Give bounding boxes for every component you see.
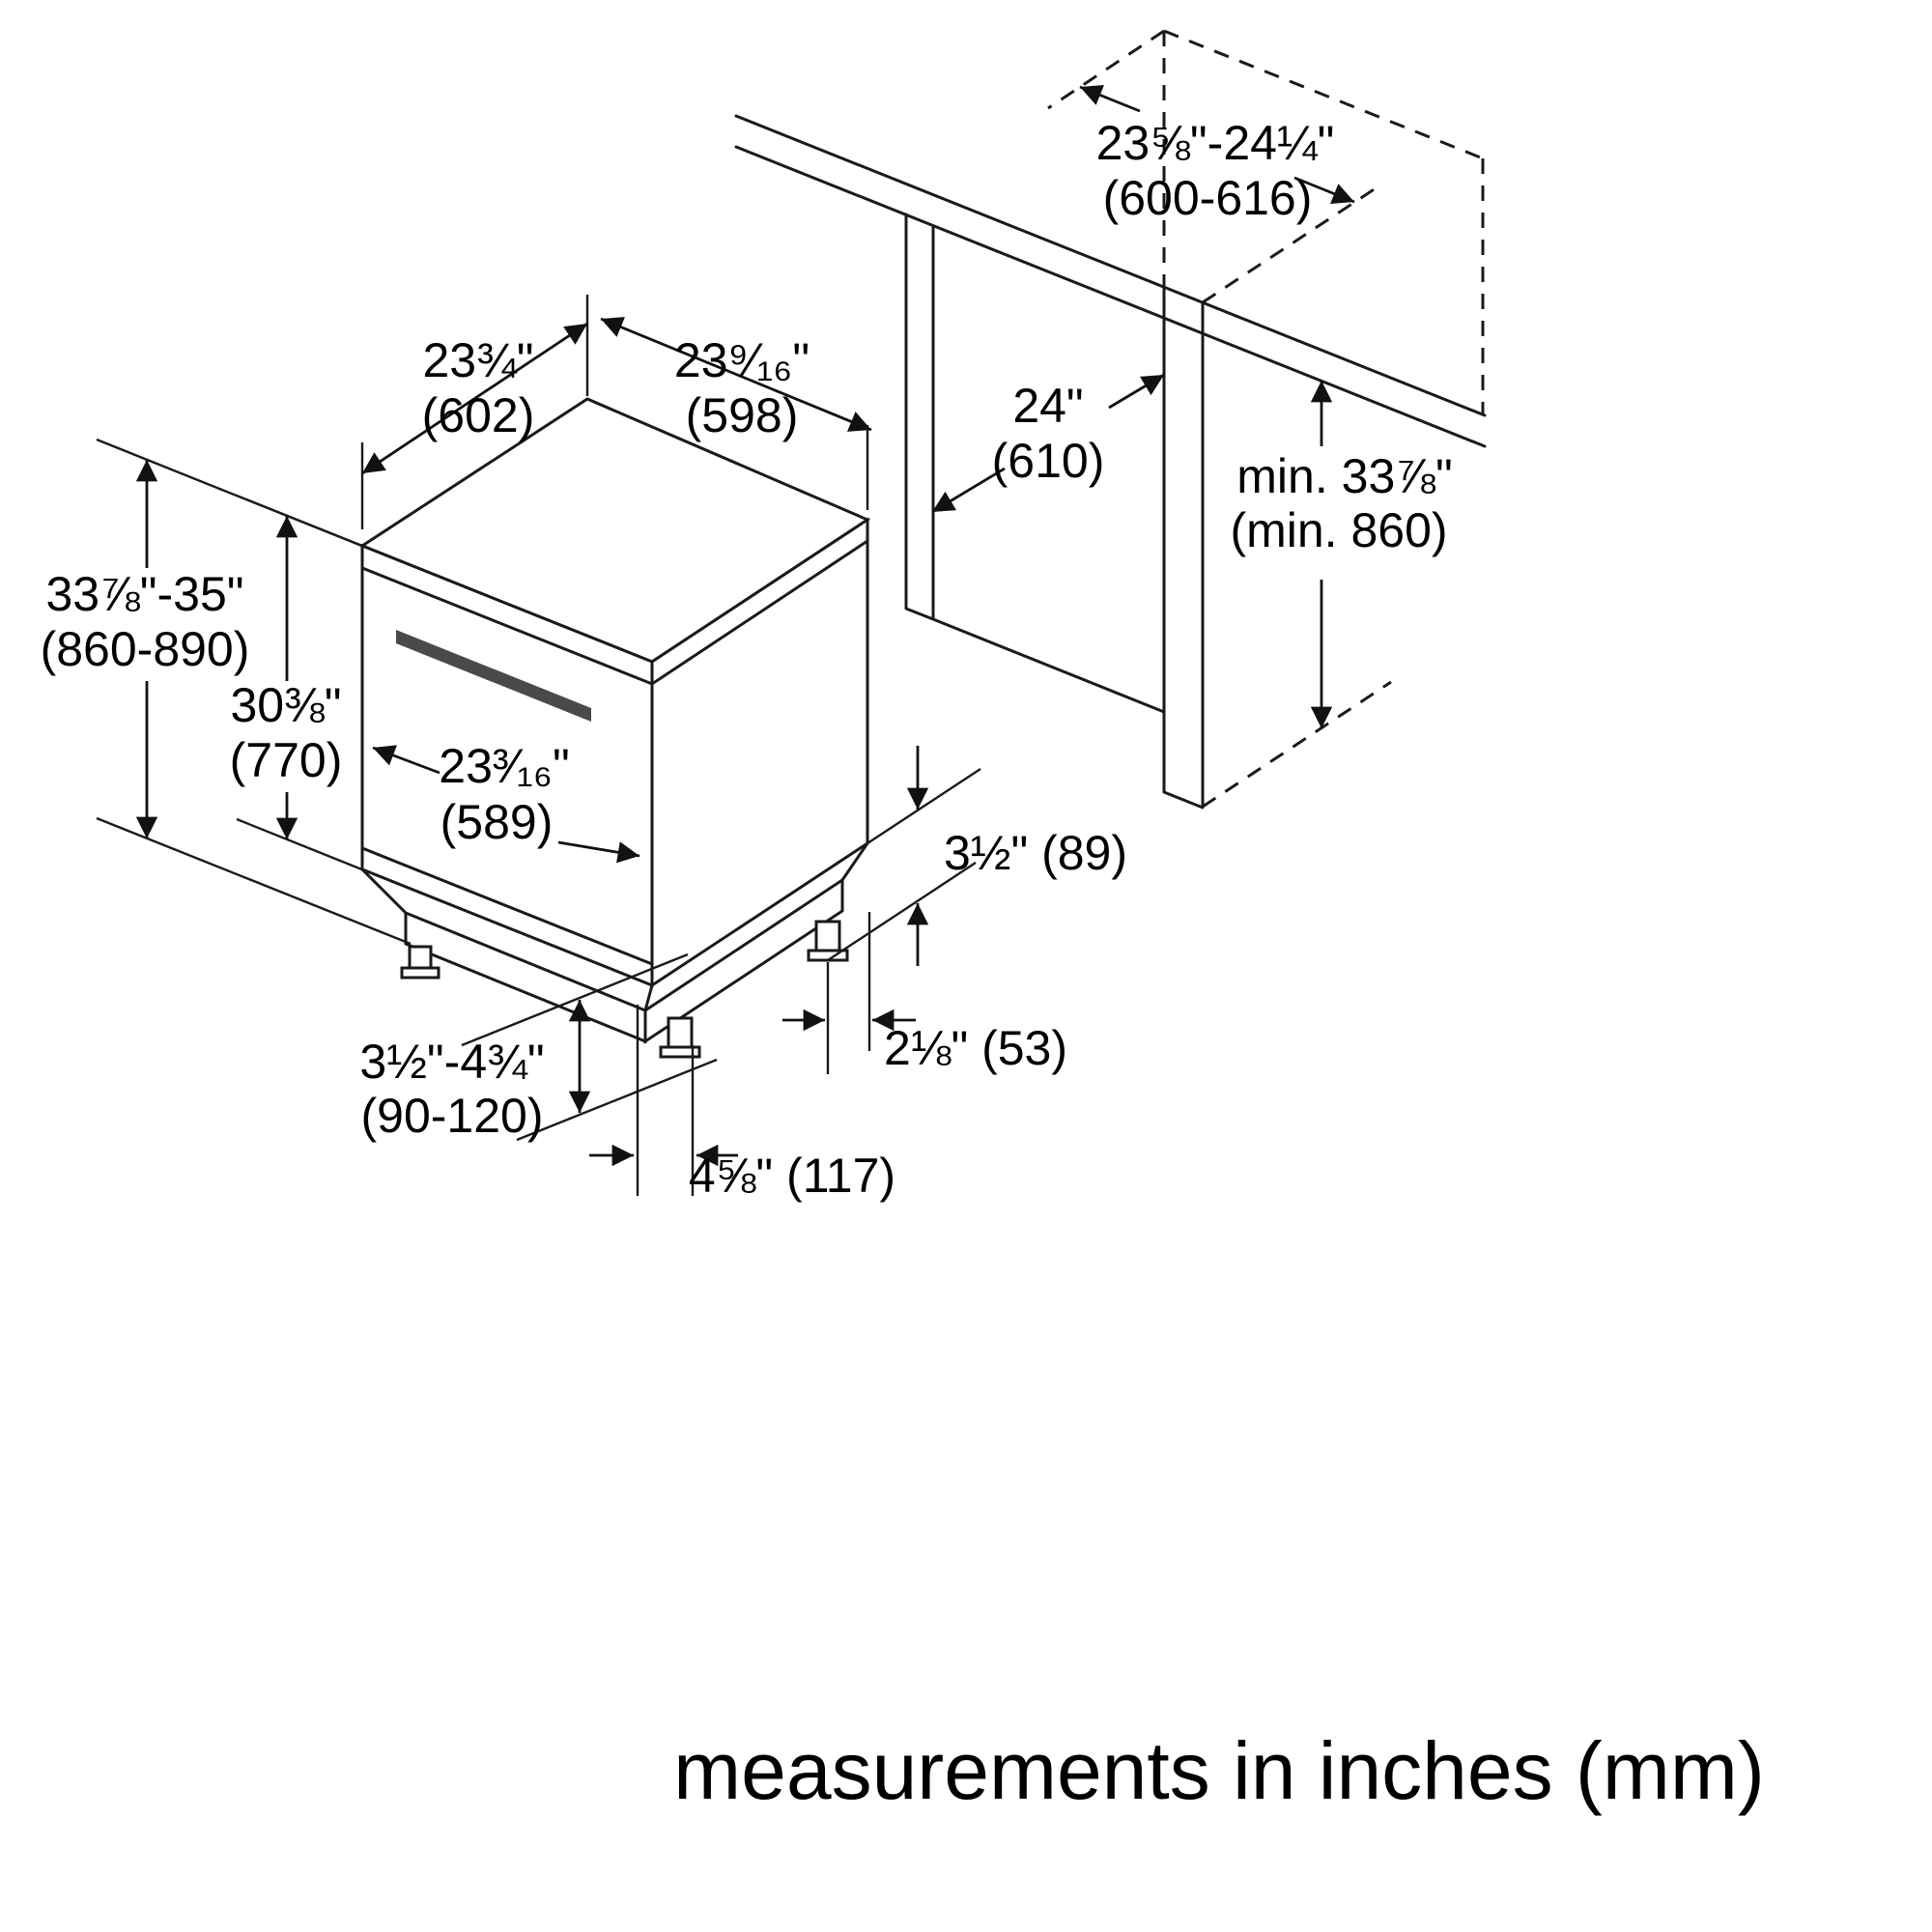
dim-117-label: 4⅝" (117) <box>689 1149 895 1203</box>
dim-589-arrow-right <box>557 840 640 864</box>
dim-602-arrow <box>361 322 588 475</box>
niche-left-panel <box>904 213 1166 714</box>
dim-53-label: 2⅛" (53) <box>884 1021 1067 1075</box>
dim-610-mm: (610) <box>992 434 1105 488</box>
dim-600-616-arrow-right <box>1293 176 1355 205</box>
dim-860-890-mm: (860-890) <box>41 622 250 676</box>
front-right-foot-stem <box>667 1016 694 1049</box>
dim-min860-inches: min. 33⅞" <box>1236 449 1452 503</box>
dim-610-arrow-left <box>931 467 1006 514</box>
plinth-connectors <box>360 841 869 1012</box>
dim-860-890-inches: 33⅞"-35" <box>45 567 243 621</box>
units-caption: measurements in inches (mm) <box>673 1725 1765 1816</box>
dishwasher-top-rim <box>360 539 869 686</box>
dishwasher-door-gap <box>360 846 654 966</box>
dishwasher <box>358 397 871 1059</box>
countertop-lines <box>734 114 1487 448</box>
front-right-foot-pad <box>659 1045 701 1059</box>
dim-770-inches: 30⅜" <box>230 678 341 732</box>
dim-589-arrow-left <box>372 745 440 775</box>
cabinet-dashed-box <box>1047 29 1485 809</box>
dim-598-inches: 23⁹⁄₁₆" <box>674 333 810 387</box>
dim-min860-mm: (min. 860) <box>1230 503 1447 557</box>
niche-right-panel <box>1162 285 1205 810</box>
dim-602-mm: (602) <box>422 388 535 442</box>
dim-600-616-arrow-left <box>1079 84 1141 113</box>
dim-90-120-mm: (90-120) <box>361 1089 544 1143</box>
dim-610-arrow-right <box>1108 373 1165 410</box>
front-left-foot-stem <box>408 945 433 970</box>
dim-602-inches: 23¾" <box>422 333 533 387</box>
dim-598-mm: (598) <box>686 388 799 442</box>
dim-598-arrow <box>600 317 872 432</box>
dim-589-mm: (589) <box>440 795 554 849</box>
dim-600-616-mm: (600-616) <box>1103 171 1313 225</box>
front-left-foot-pad <box>400 966 440 980</box>
dim-610-inches: 24" <box>1012 379 1083 433</box>
extension-lines <box>96 295 981 1196</box>
plinth-side <box>643 877 844 1044</box>
dim-90-120-inches: 3½"-4¾" <box>359 1035 544 1089</box>
dim-89-label: 3½" (89) <box>944 826 1127 880</box>
door-handle-bar <box>396 630 591 722</box>
rear-foot-stem <box>814 920 841 952</box>
dim-770-mm: (770) <box>230 733 343 787</box>
dim-600-616-inches: 23⅝"-24¼" <box>1096 116 1335 170</box>
dim-589-inches: 23³⁄₁₆" <box>439 739 569 793</box>
